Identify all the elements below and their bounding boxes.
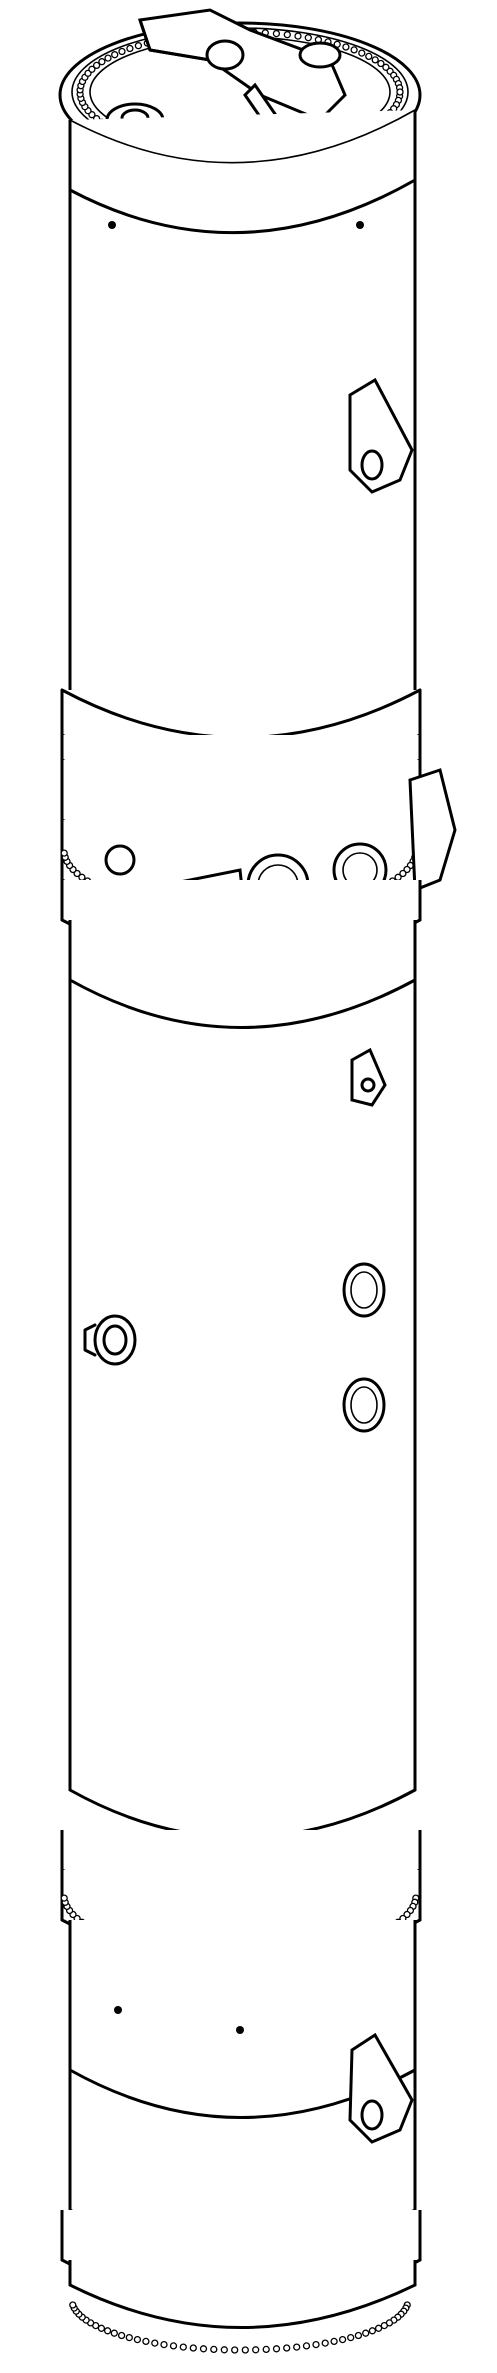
bolt-hole — [294, 32, 302, 40]
bolt-hole — [358, 49, 366, 57]
bottom-flange-bolt-ring — [69, 2301, 411, 2354]
bolt-hole — [169, 2342, 178, 2350]
bottom-cylinder — [68, 1920, 417, 2259]
bolt-hole — [272, 29, 281, 38]
bolt-hole — [283, 31, 291, 39]
bolt-hole — [293, 2343, 301, 2351]
side-port-left — [83, 1314, 137, 1366]
bolt-hole — [110, 2329, 118, 2337]
bolt-hole — [231, 2346, 239, 2354]
bolt-hole — [103, 2327, 112, 2335]
bolt-hole — [365, 52, 373, 61]
penetrator-upper — [342, 1262, 386, 1318]
bolt-hole — [98, 58, 106, 66]
upper-cylinder — [68, 109, 417, 747]
bolt-hole — [312, 2340, 320, 2349]
connector-side-bracket — [408, 768, 457, 893]
bolt-hole — [189, 2344, 197, 2352]
bolt-hole — [262, 2345, 270, 2354]
bolt-hole — [179, 2343, 187, 2351]
bolt-hole — [368, 2327, 377, 2335]
bolt-hole — [252, 2346, 260, 2354]
bolt-hole — [396, 88, 404, 96]
bolt-hole — [125, 2333, 133, 2342]
upper-coupling — [60, 688, 422, 869]
top-port-right — [298, 41, 342, 69]
main-cylinder-upper-lug — [350, 1047, 387, 1107]
bolt-hole — [210, 2345, 218, 2354]
bolt-hole — [134, 42, 143, 50]
bolt-hole — [371, 56, 379, 64]
bolt-hole — [304, 34, 312, 42]
lower-main-cylinder — [60, 880, 422, 1892]
bolt-hole — [272, 2345, 281, 2353]
connector-small-port — [104, 844, 136, 876]
bolt-hole — [126, 44, 134, 53]
bolt-hole — [60, 1894, 68, 1902]
bolt-hole — [199, 2345, 208, 2353]
bolt-hole — [347, 2333, 355, 2342]
bolt-hole — [133, 2335, 142, 2344]
bolt-hole — [111, 51, 119, 59]
bolt-hole — [394, 873, 402, 881]
bolt-hole — [88, 65, 96, 73]
bolt-hole — [60, 849, 68, 857]
bolt-hole — [220, 2346, 228, 2354]
bolt-hole — [350, 46, 358, 54]
bolt-hole — [399, 869, 407, 878]
bolt-hole — [97, 2324, 106, 2332]
bolt-hole — [354, 2331, 363, 2340]
bolt-hole — [321, 2339, 329, 2347]
bolt-hole — [118, 47, 126, 56]
bottom-flange — [60, 2210, 422, 2354]
bolt-hole — [377, 59, 385, 68]
bolt-hole — [382, 63, 390, 71]
bolt-hole — [330, 2337, 338, 2346]
bolt-hole — [151, 2339, 159, 2347]
bracket-eye-hole — [205, 39, 245, 71]
bolt-hole — [283, 2344, 291, 2352]
bolt-hole — [302, 2342, 311, 2350]
penetrator-lower — [342, 1377, 386, 1433]
bolt-hole — [374, 2324, 383, 2332]
bolt-hole — [142, 2337, 150, 2346]
bolt-hole — [342, 43, 350, 51]
bolt-hole — [117, 2331, 126, 2340]
bolt-hole — [160, 2340, 168, 2349]
bolt-hole — [380, 2321, 388, 2330]
bolt-hole — [104, 54, 112, 62]
bolt-hole — [92, 61, 101, 70]
bolt-hole — [362, 2329, 370, 2337]
bolt-hole — [69, 2301, 77, 2309]
bolt-hole — [241, 2346, 249, 2354]
bolt-hole — [338, 2335, 347, 2344]
